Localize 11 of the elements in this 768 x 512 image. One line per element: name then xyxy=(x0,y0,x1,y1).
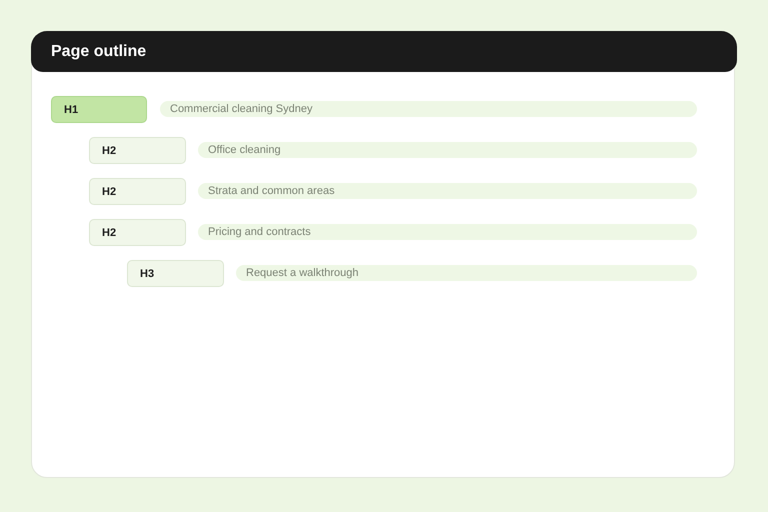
heading-text: Commercial cleaning Sydney xyxy=(160,101,697,117)
heading-text: Strata and common areas xyxy=(198,183,697,199)
heading-text: Office cleaning xyxy=(198,142,697,158)
heading-text: Pricing and contracts xyxy=(198,224,697,240)
title: Page outline xyxy=(51,42,146,61)
heading-level-tag: H2 xyxy=(89,137,186,164)
heading-level-tag: H2 xyxy=(89,219,186,246)
heading-level-tag: H1 xyxy=(51,96,147,123)
heading-text: Request a walkthrough xyxy=(236,265,697,281)
heading-level-tag: H3 xyxy=(127,260,224,287)
heading-level-tag: H2 xyxy=(89,178,186,205)
